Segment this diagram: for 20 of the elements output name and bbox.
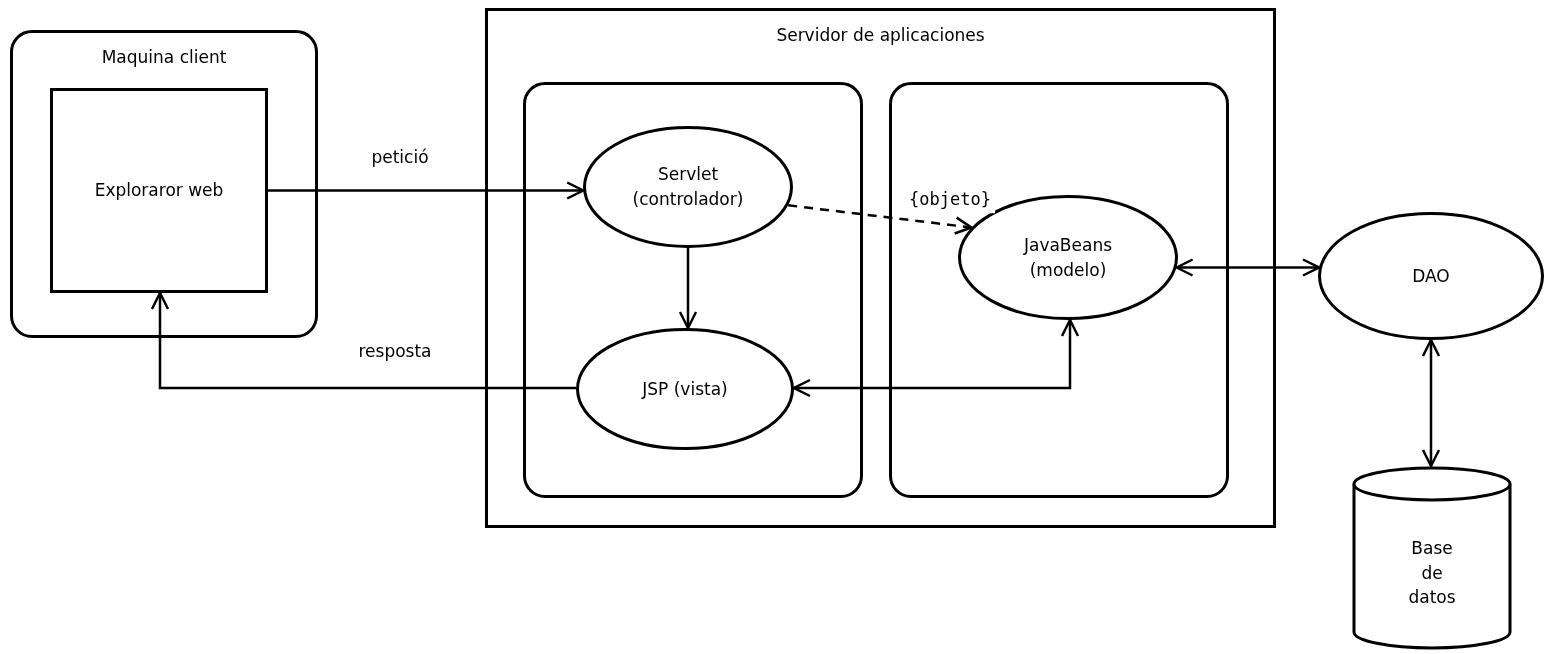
panel-box <box>523 82 863 498</box>
arrow <box>1421 338 1441 468</box>
arrow <box>678 248 698 330</box>
machine-container <box>10 30 318 338</box>
container-title: Servidor de aplicaciones <box>776 24 985 47</box>
server-container <box>485 8 1276 528</box>
browser-box <box>50 88 268 293</box>
node-label: DAO <box>1412 264 1450 288</box>
arrow <box>1175 258 1321 277</box>
arrow <box>150 291 576 390</box>
arrow <box>788 204 973 235</box>
arrow <box>268 181 585 200</box>
node-label: Exploraror web <box>94 179 224 203</box>
node-label: JavaBeans (modelo) <box>1022 233 1114 282</box>
panel-box <box>889 82 1229 498</box>
node-label: Servlet (controlador) <box>631 163 745 211</box>
arrow <box>792 318 1080 398</box>
node-label: Base de datos <box>1407 537 1457 610</box>
container-title: Maquina client <box>101 46 227 69</box>
node-label: JSP (vista) <box>642 377 728 401</box>
